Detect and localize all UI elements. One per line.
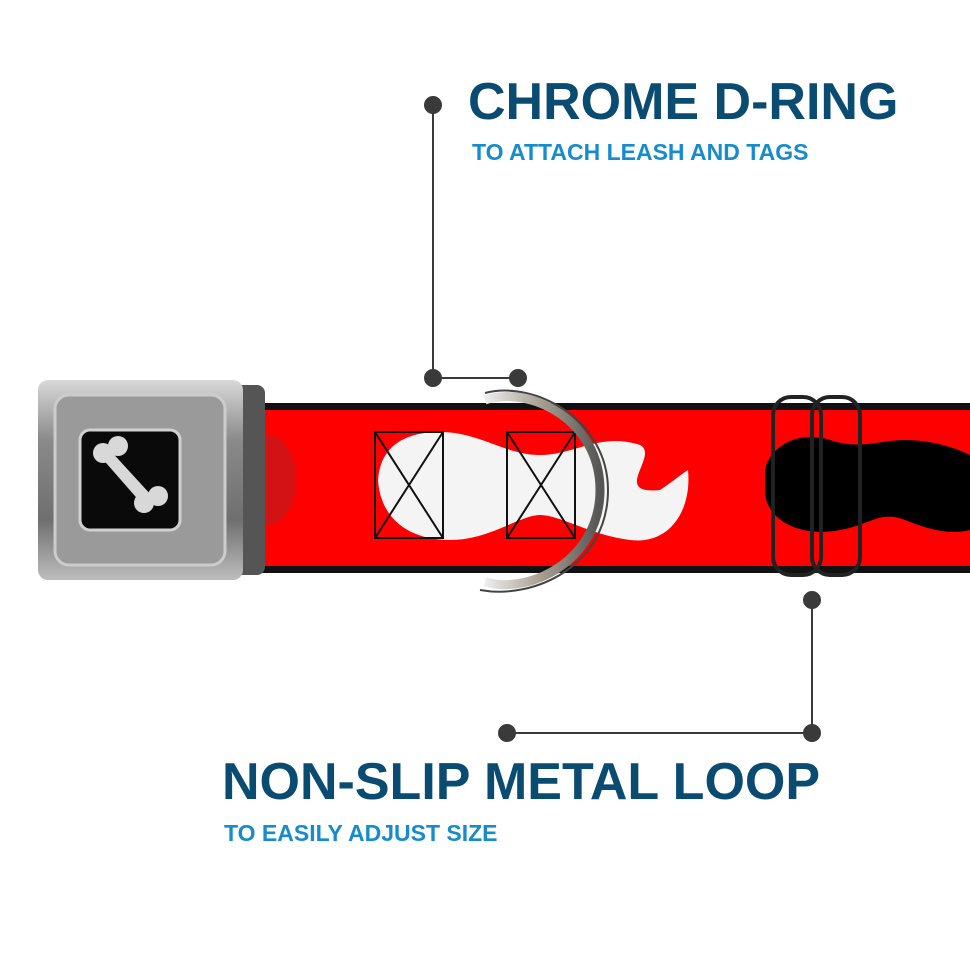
callout-subtitle-d-ring: TO ATTACH LEASH AND TAGS xyxy=(472,139,809,165)
leader-line-metal-loop xyxy=(498,591,821,742)
metal-loop xyxy=(771,395,862,577)
mustache-icon xyxy=(765,436,970,532)
broken-image-icon xyxy=(374,431,576,539)
callout-title-metal-loop: NON-SLIP METAL LOOP xyxy=(222,753,821,811)
mustache-icon xyxy=(378,432,689,541)
leader-line-d-ring xyxy=(424,96,527,387)
d-ring xyxy=(483,392,605,590)
callout-subtitle-metal-loop: TO EASILY ADJUST SIZE xyxy=(224,820,498,846)
bone-icon xyxy=(93,436,168,513)
callout-title-d-ring: CHROME D-RING xyxy=(468,73,899,131)
buckle xyxy=(38,380,265,580)
